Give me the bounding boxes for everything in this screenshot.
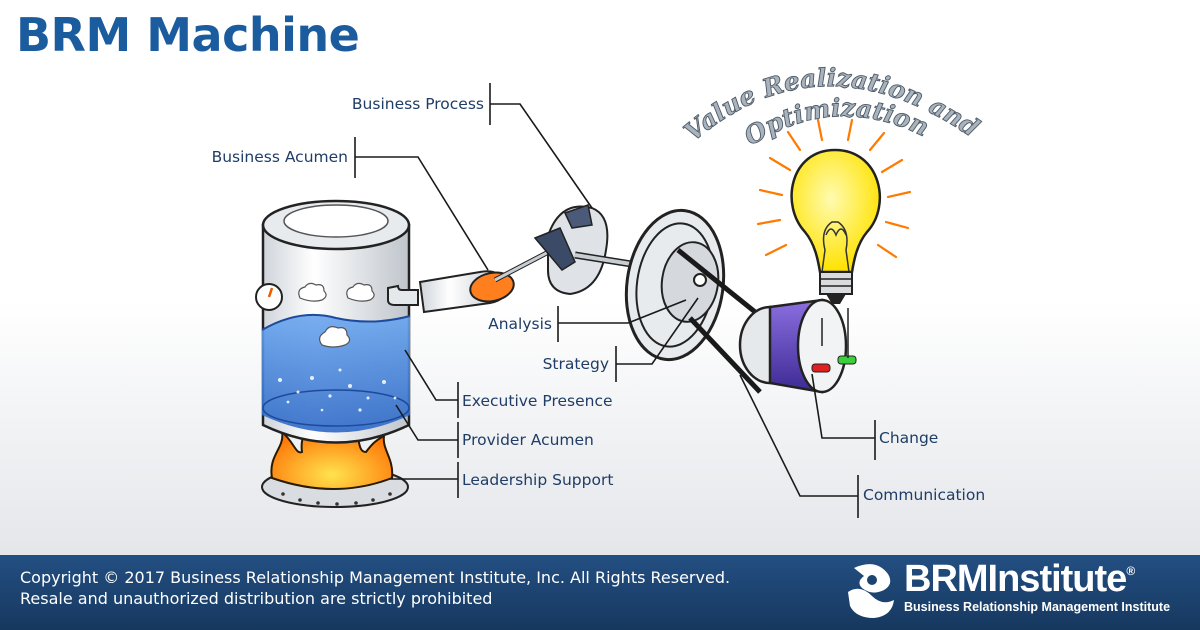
water [262,314,410,433]
piston [418,243,562,314]
generator [738,298,857,394]
terminal-red [811,363,831,373]
label-strategy: Strategy [543,355,609,373]
label-provider-acumen: Provider Acumen [462,431,594,449]
logo-tagline: Business Relationship Management Institu… [904,600,1171,614]
background [0,300,1200,555]
light-bulb [756,118,912,304]
page-title: BRM Machine [16,8,360,62]
label-analysis: Analysis [488,315,552,333]
logo-wordmark: BRMInstitute® [904,558,1135,600]
leader-lines [354,83,876,518]
label-change: Change [879,429,938,447]
brm-institute-logo: BRMInstitute® Business Relationship Mana… [842,558,1192,624]
label-leadership-support: Leadership Support [462,471,613,489]
registered-mark: ® [1126,564,1135,578]
copyright-line-1: Copyright © 2017 Business Relationship M… [20,568,731,587]
copyright-line-2: Resale and unauthorized distribution are… [20,589,493,608]
label-business-acumen: Business Acumen [212,148,348,166]
pulley-wheel [624,208,726,362]
terminal-green [837,355,857,365]
label-business-process: Business Process [352,95,484,113]
brm-logo-icon [848,564,894,618]
boiler [255,199,419,508]
copyright-notice: Copyright © 2017 Business Relationship M… [20,567,730,609]
label-communication: Communication [863,486,985,504]
label-executive-presence: Executive Presence [462,392,613,410]
footer: Copyright © 2017 Business Relationship M… [0,555,1200,630]
